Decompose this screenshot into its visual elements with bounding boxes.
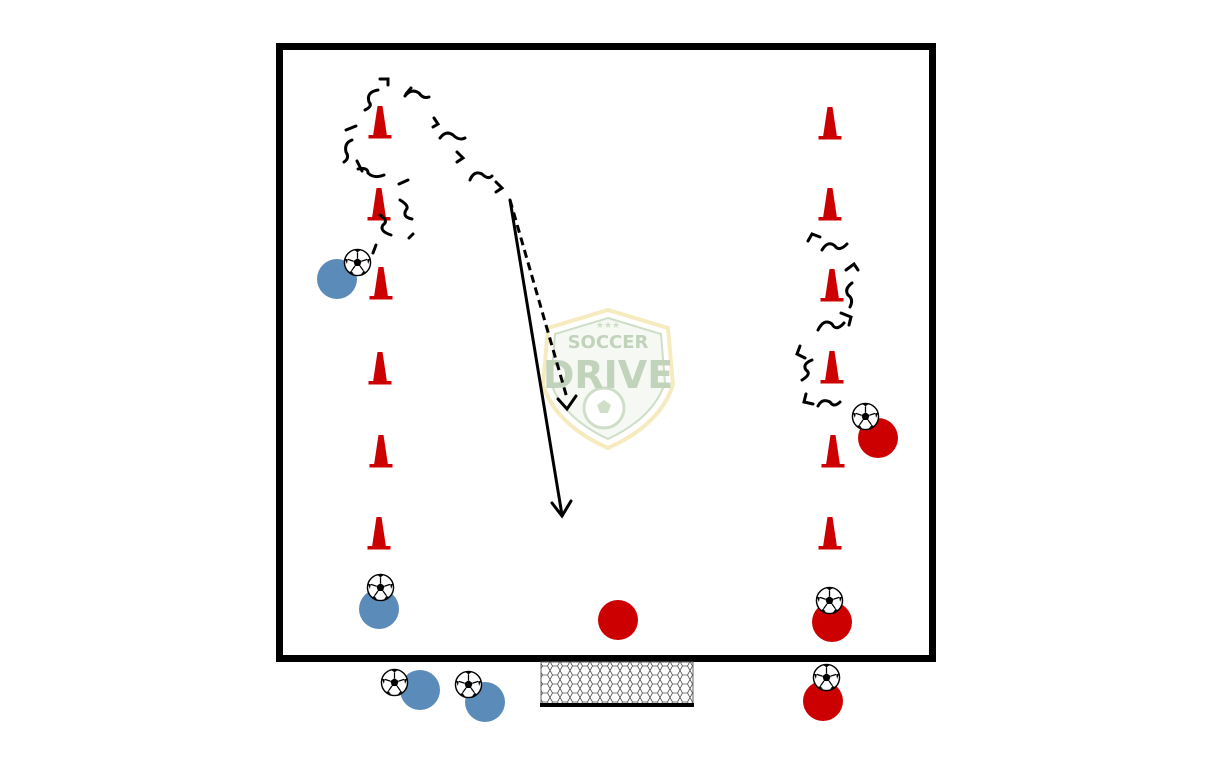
dribble-path [342,77,505,255]
logo-line-1: SOCCER [568,332,649,353]
logo-stars: ★★★ [596,321,620,331]
soccer-ball-icon [454,670,483,699]
soccer-ball-icon [366,573,395,602]
player-icon [803,681,843,721]
pass-arrow [508,198,573,519]
cone-icon [367,517,391,550]
cone-icon [368,352,392,385]
player-icon [598,600,638,640]
left-cone-column [367,106,393,550]
cone-icon [369,435,393,468]
player-icon [400,670,440,710]
cone-icon [368,106,392,139]
cone-icon [821,435,845,468]
cone-icon [820,269,844,302]
run-arrow [508,199,578,412]
cone-icon [818,517,842,550]
soccer-ball-icon [380,668,409,697]
right-cone-column [818,107,845,550]
soccer-ball-icon [812,663,841,692]
cone-icon [820,351,844,384]
cone-icon [818,107,842,140]
goal-net [540,661,694,707]
field-boundary [276,43,936,662]
soccer-ball-icon [343,248,372,277]
blue-team [317,259,505,722]
soccer-drive-logo: ★★★ SOCCER DRIVE [540,307,676,451]
dribble-path [795,232,860,408]
cone-icon [818,188,842,221]
cone-icon [369,267,393,300]
player-icon [359,589,399,629]
logo-line-2: DRIVE [543,353,673,397]
soccer-ball-icon [815,586,844,615]
soccer-ball-icon [851,402,880,431]
